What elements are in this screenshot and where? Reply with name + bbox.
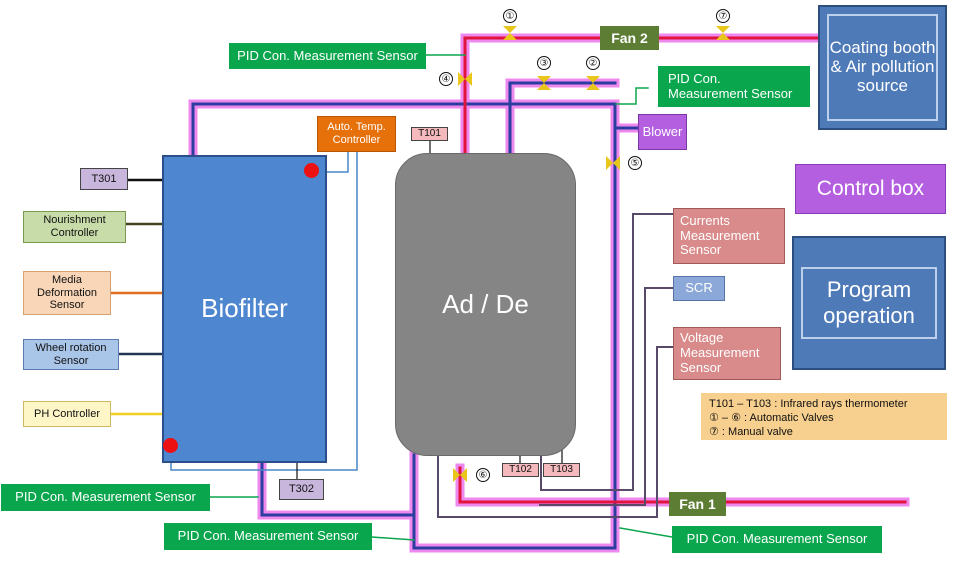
valve-3-icon[interactable]: [537, 76, 551, 90]
fan-1: Fan 1: [669, 492, 726, 516]
blower: Blower: [638, 114, 687, 150]
auto-temp-controller-label: Auto. Temp. Controller: [327, 121, 386, 146]
control-box-label: Control box: [816, 176, 925, 200]
valve-5-icon[interactable]: [606, 156, 620, 170]
valve-2-number: ②: [586, 56, 600, 70]
biofilter-label: Biofilter: [201, 293, 288, 324]
legend-line-2: ① – ⑥ : Automatic Valves: [709, 411, 834, 424]
t301-label: T301: [91, 172, 117, 185]
fan1-label: Fan 1: [679, 495, 716, 512]
t102-tag: T102: [502, 463, 539, 477]
media-deformation-sensor: Media Deformation Sensor: [23, 271, 111, 315]
program-operation-box: Program operation: [792, 236, 946, 370]
valve-1-icon[interactable]: [503, 26, 517, 40]
t301-tag: T301: [80, 168, 128, 190]
legend-line-1: T101 – T103 : Infrared rays thermometer: [709, 398, 908, 410]
valve-2-icon[interactable]: [586, 76, 600, 90]
pid-sensor-bottom-right: PID Con. Measurement Sensor: [672, 526, 882, 553]
blower-label: Blower: [642, 123, 683, 139]
blower-pipe: [508, 81, 617, 162]
valve-7-number: ⑦: [716, 9, 730, 23]
pid-sensor-bottom-middle: PID Con. Measurement Sensor: [164, 523, 372, 550]
pid-sensor-top: PID Con. Measurement Sensor: [229, 43, 426, 69]
electrical-wires: [437, 213, 674, 518]
t103-tag: T103: [543, 463, 580, 477]
control-box: Control box: [795, 164, 946, 214]
currents-sensor-label: Currents Measurement Sensor: [680, 212, 760, 258]
wheel-rotation-sensor: Wheel rotation Sensor: [23, 339, 119, 370]
temp-probe-top-dot: [304, 163, 319, 178]
auto-temp-controller: Auto. Temp. Controller: [317, 116, 396, 152]
coating-booth-label: Coating booth & Air pollution source: [827, 14, 938, 121]
nourishment-label: Nourishment Controller: [43, 214, 106, 239]
pid-sensor-bottom-right-label: PID Con. Measurement Sensor: [686, 531, 868, 547]
fan-2: Fan 2: [600, 26, 659, 50]
valve-4-number: ④: [439, 72, 453, 86]
valve-7-icon[interactable]: [716, 26, 730, 40]
valve-6-number: ⑥: [476, 468, 490, 482]
t101-tag: T101: [411, 127, 448, 141]
t302-label: T302: [288, 483, 315, 496]
nourishment-controller: Nourishment Controller: [23, 211, 126, 243]
pid-sensor-blower-label: PID Con. Measurement Sensor: [668, 70, 793, 101]
scr-label: SCR: [685, 280, 713, 296]
pid-sensor-blower: PID Con. Measurement Sensor: [658, 66, 810, 107]
biofilter-bottom-pipe: [260, 461, 416, 517]
media-label: Media Deformation Sensor: [37, 274, 97, 312]
adsorption-desorption-tank: Ad / De: [395, 153, 576, 456]
pid-sensor-bottom-middle-label: PID Con. Measurement Sensor: [177, 528, 359, 544]
fan2-pipe: [463, 36, 820, 162]
program-operation-label: Program operation: [801, 267, 937, 339]
ph-controller: PH Controller: [23, 401, 111, 427]
temp-probe-bottom-dot: [163, 438, 178, 453]
valve-3-number: ③: [537, 56, 551, 70]
ph-label: PH Controller: [33, 407, 101, 420]
t302-tag: T302: [279, 479, 324, 500]
legend-line-3: ⑦ : Manual valve: [709, 425, 793, 438]
supply-pipe-left: [191, 102, 617, 550]
voltage-sensor-label: Voltage Measurement Sensor: [680, 330, 760, 375]
pid-sensor-left-label: PID Con. Measurement Sensor: [15, 489, 196, 505]
pid-sensor-left: PID Con. Measurement Sensor: [1, 484, 210, 511]
fan2-label: Fan 2: [611, 29, 648, 46]
t103-label: T103: [550, 464, 573, 476]
t101-label: T101: [418, 128, 441, 140]
t102-label: T102: [509, 464, 532, 476]
wheel-label: Wheel rotation Sensor: [35, 341, 107, 367]
adde-label: Ad / De: [442, 288, 529, 319]
valve-4-icon[interactable]: [458, 72, 472, 86]
biofilter-tank: Biofilter: [162, 155, 327, 463]
valve-1-number: ①: [503, 9, 517, 23]
fan1-pipe: [458, 466, 907, 504]
currents-measurement-sensor: Currents Measurement Sensor: [673, 208, 785, 264]
pid-sensor-top-label: PID Con. Measurement Sensor: [237, 47, 418, 63]
sensor-leaders: [209, 54, 673, 541]
scr-unit: SCR: [673, 276, 725, 301]
legend-box: T101 – T103 : Infrared rays thermometer …: [701, 393, 947, 440]
valve-6-icon[interactable]: [453, 468, 467, 482]
coating-booth-box: Coating booth & Air pollution source: [818, 5, 947, 130]
valve-5-number: ⑤: [628, 156, 642, 170]
voltage-measurement-sensor: Voltage Measurement Sensor: [673, 327, 781, 380]
